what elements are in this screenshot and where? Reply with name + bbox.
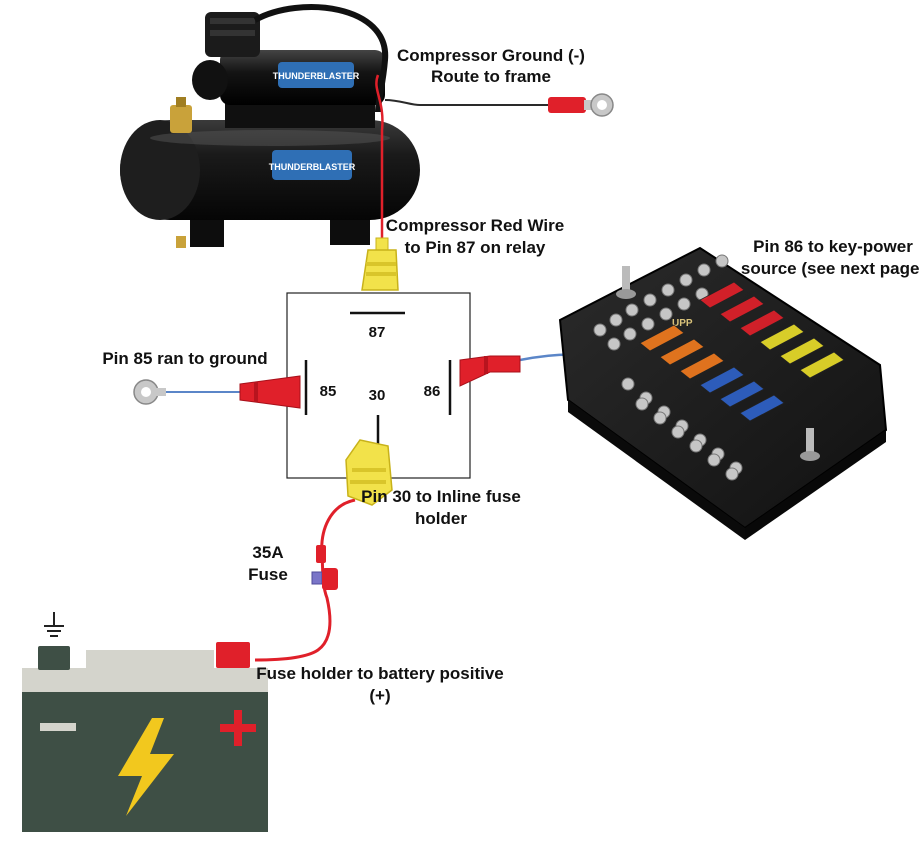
label-pin86-line2: source (see next page) — [741, 259, 919, 278]
label-pin30-line1: Pin 30 to Inline fuse — [361, 487, 521, 506]
fuse-2-2 — [719, 295, 765, 323]
fuse-1-1 — [639, 324, 685, 352]
relay-pin85-label: 85 — [320, 383, 337, 400]
inline-fuse-holder — [311, 545, 338, 590]
label-battery-line1: Fuse holder to battery positive — [256, 664, 504, 683]
tank-logo-plate — [272, 150, 352, 180]
fuse-2-6 — [799, 351, 845, 379]
brass-fitting — [170, 97, 192, 133]
relay-pin30-label: 30 — [369, 387, 386, 404]
battery — [22, 612, 268, 832]
label-pin85: Pin 85 ran to ground — [102, 349, 267, 368]
fuse-box-screws-top — [593, 254, 729, 351]
relay-pin86-label: 86 — [424, 383, 441, 400]
label-compressor-red-line1: Compressor Red Wire — [386, 216, 564, 235]
label-pin30-line2: holder — [415, 509, 467, 528]
fuse-box-side-right — [745, 430, 886, 540]
air-hose — [253, 4, 389, 113]
tank-highlight — [150, 130, 390, 146]
drain-valve — [176, 236, 186, 248]
label-compressor-ground-line1: Compressor Ground (-) — [397, 46, 585, 65]
relay-pin87-label: 87 — [369, 324, 386, 341]
compressor-red-wire — [375, 74, 384, 245]
label-fuse-line2: Fuse — [248, 565, 288, 584]
air-filter — [192, 60, 228, 100]
fuse-box-screws-bottom — [621, 377, 743, 481]
fuse-1-6 — [739, 394, 785, 422]
motor-logo-plate — [278, 62, 354, 88]
fuse-1-4 — [699, 366, 745, 394]
pin30-connector — [345, 439, 393, 506]
lightning-bolt-icon — [118, 718, 174, 816]
label-fuse-line1: 35A — [252, 543, 283, 562]
ground-symbol-icon — [44, 612, 64, 637]
tank-endcap — [120, 120, 200, 220]
compressor-ground-ring-terminal — [548, 93, 614, 117]
minus-sign-icon — [40, 723, 76, 731]
pin30-red-wire — [254, 498, 356, 662]
fuse-box: UPP — [558, 246, 888, 540]
fuse-box-stud-bottom — [800, 428, 820, 461]
pin85-connector — [239, 375, 301, 409]
fuse-2-4 — [759, 323, 805, 351]
fuse-2-5 — [779, 337, 825, 365]
plus-sign-icon — [220, 710, 256, 746]
motor-logo: THUNDERBLASTER — [273, 71, 360, 81]
label-pin86-line1: Pin 86 to key-power — [753, 237, 913, 256]
label-compressor-ground-line2: Route to frame — [431, 67, 551, 86]
compressor-ground-wire — [384, 99, 550, 106]
pin87-connector — [361, 237, 399, 291]
pin85-ground-ring-terminal — [133, 379, 166, 405]
negative-terminal — [38, 646, 70, 670]
battery-top — [22, 650, 268, 692]
fuse-2-3 — [739, 309, 785, 337]
air-compressor: THUNDERBLASTER THUNDERBLASTER — [120, 4, 420, 248]
fuse-2-1 — [699, 281, 745, 309]
positive-terminal — [216, 642, 250, 668]
fuse-box-logo: UPP — [672, 318, 693, 329]
fuse-1-5 — [719, 380, 765, 408]
fuse-35a — [311, 571, 323, 585]
fuse-1-2 — [659, 338, 705, 366]
fuse-box-side — [568, 400, 745, 540]
blade-fuses — [639, 281, 845, 422]
compressor-head-fins — [210, 18, 255, 24]
air-tank — [120, 120, 420, 220]
fuse-1-3 — [679, 352, 725, 380]
tank-logo: THUNDERBLASTER — [269, 162, 356, 172]
label-battery-line2: (+) — [369, 686, 390, 705]
fuse-box-stud-top — [616, 266, 636, 299]
label-compressor-red-line2: to Pin 87 on relay — [405, 238, 546, 257]
pin86-connector — [459, 355, 521, 387]
